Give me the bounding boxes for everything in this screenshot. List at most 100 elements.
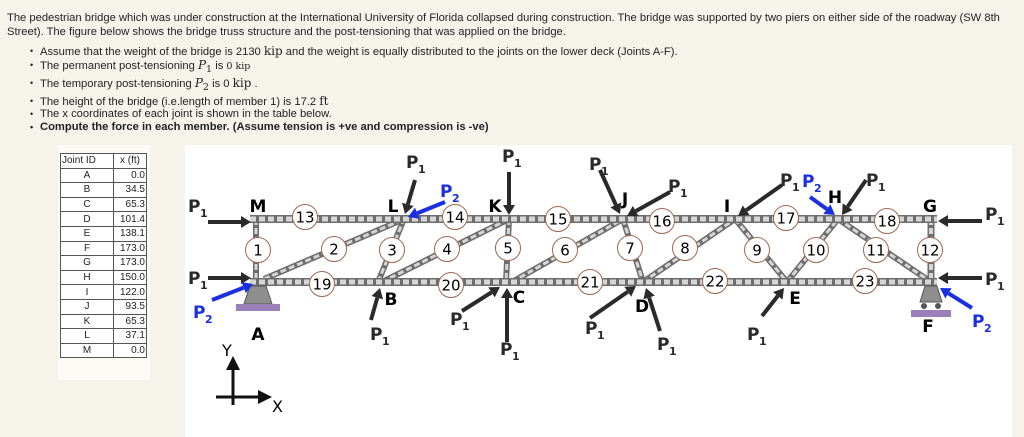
member-circle bbox=[545, 206, 571, 232]
joint-label-K: K bbox=[488, 197, 502, 217]
joint-label-A: A bbox=[251, 325, 265, 345]
member-number: 7 bbox=[625, 240, 635, 258]
force-symbol: P bbox=[985, 205, 997, 225]
member-12: 12 bbox=[917, 237, 943, 263]
force-subscript: 1 bbox=[597, 329, 605, 342]
force-symbol: P bbox=[585, 319, 597, 339]
arrowhead-icon bbox=[402, 202, 414, 214]
text: The height of the bridge (i.e.length of … bbox=[40, 95, 320, 108]
force-symbol: P bbox=[188, 269, 200, 289]
force-symbol: P bbox=[747, 325, 759, 345]
var: P bbox=[194, 75, 203, 90]
member-number: 18 bbox=[877, 213, 896, 231]
force-symbol: P bbox=[866, 171, 878, 191]
arrowhead-icon bbox=[938, 215, 948, 227]
member-16: 16 bbox=[649, 208, 675, 234]
arrow-shaft bbox=[405, 179, 417, 205]
member-circle bbox=[917, 237, 943, 263]
text: . bbox=[251, 77, 258, 90]
force-subscript: 1 bbox=[997, 280, 1005, 293]
member-circle bbox=[495, 235, 521, 261]
arrow-shaft bbox=[369, 297, 380, 321]
member-circle bbox=[309, 271, 335, 297]
ground-hatch bbox=[911, 310, 951, 317]
arrow-shaft bbox=[211, 285, 245, 302]
force-symbol: P bbox=[188, 197, 200, 217]
member-circle bbox=[649, 208, 675, 234]
force-subscript: 1 bbox=[514, 157, 522, 170]
arrowhead-icon bbox=[823, 204, 835, 215]
member-number: 5 bbox=[503, 240, 513, 258]
member-number: 14 bbox=[445, 209, 464, 227]
member-3: 3 bbox=[379, 237, 405, 263]
member-circle bbox=[442, 204, 468, 230]
arrow-shaft bbox=[947, 291, 974, 310]
member-21: 21 bbox=[577, 269, 603, 295]
force-subscript: 1 bbox=[462, 320, 470, 333]
force-symbol: P bbox=[440, 182, 452, 202]
member-circle bbox=[617, 235, 643, 261]
arrowhead-icon bbox=[610, 202, 622, 214]
member-15: 15 bbox=[545, 206, 571, 232]
member-10: 10 bbox=[803, 237, 829, 263]
y-axis-arrowhead-icon bbox=[226, 356, 240, 370]
force-symbol: P bbox=[972, 312, 984, 332]
member-number: 13 bbox=[295, 209, 314, 227]
member-number: 6 bbox=[560, 242, 570, 260]
member-7: 7 bbox=[617, 235, 643, 261]
member-circle bbox=[863, 237, 889, 263]
joint-label-F: F bbox=[922, 317, 934, 337]
force-subscript: 1 bbox=[601, 165, 609, 178]
assumption-list: Assume that the weight of the bridge is … bbox=[30, 45, 678, 134]
arrow-shaft bbox=[460, 290, 493, 313]
force-subscript: 1 bbox=[200, 279, 208, 292]
y-axis-label: Y bbox=[221, 341, 232, 360]
force-subscript: 1 bbox=[512, 350, 520, 363]
text: is 0 bbox=[208, 77, 233, 90]
member-2: 2 bbox=[321, 236, 347, 262]
arrowhead-icon bbox=[773, 288, 784, 300]
text: The permanent post-tensioning bbox=[40, 59, 198, 72]
member-number: 21 bbox=[580, 274, 599, 292]
diagonal-member-highlight bbox=[621, 218, 645, 283]
arrowhead-icon bbox=[501, 288, 513, 298]
member-number: 4 bbox=[442, 241, 452, 259]
arrow-shaft bbox=[808, 195, 829, 211]
unit: kip bbox=[263, 44, 283, 58]
member-18: 18 bbox=[874, 208, 900, 234]
member-9: 9 bbox=[744, 237, 770, 263]
arrow-shaft bbox=[647, 296, 662, 332]
arrow-shaft bbox=[634, 190, 671, 213]
member-circle bbox=[321, 236, 347, 262]
bullet-p1: The permanent post-tensioning P1 is 0 ki… bbox=[30, 58, 678, 77]
member-circle bbox=[245, 237, 271, 263]
force-symbol: P bbox=[406, 153, 418, 173]
member-circle bbox=[292, 204, 318, 230]
force-subscript: 1 bbox=[669, 345, 677, 358]
member-number: 9 bbox=[752, 242, 762, 260]
arrowhead-icon bbox=[940, 288, 952, 299]
text: and the weight is equally distributed to… bbox=[282, 46, 678, 58]
axes: Y X bbox=[216, 341, 283, 416]
arrowhead-icon bbox=[627, 205, 639, 217]
joint-label-L: L bbox=[388, 197, 399, 217]
member-4: 4 bbox=[434, 236, 460, 262]
force-symbol: P bbox=[985, 270, 997, 290]
arrow-shaft bbox=[416, 200, 446, 216]
